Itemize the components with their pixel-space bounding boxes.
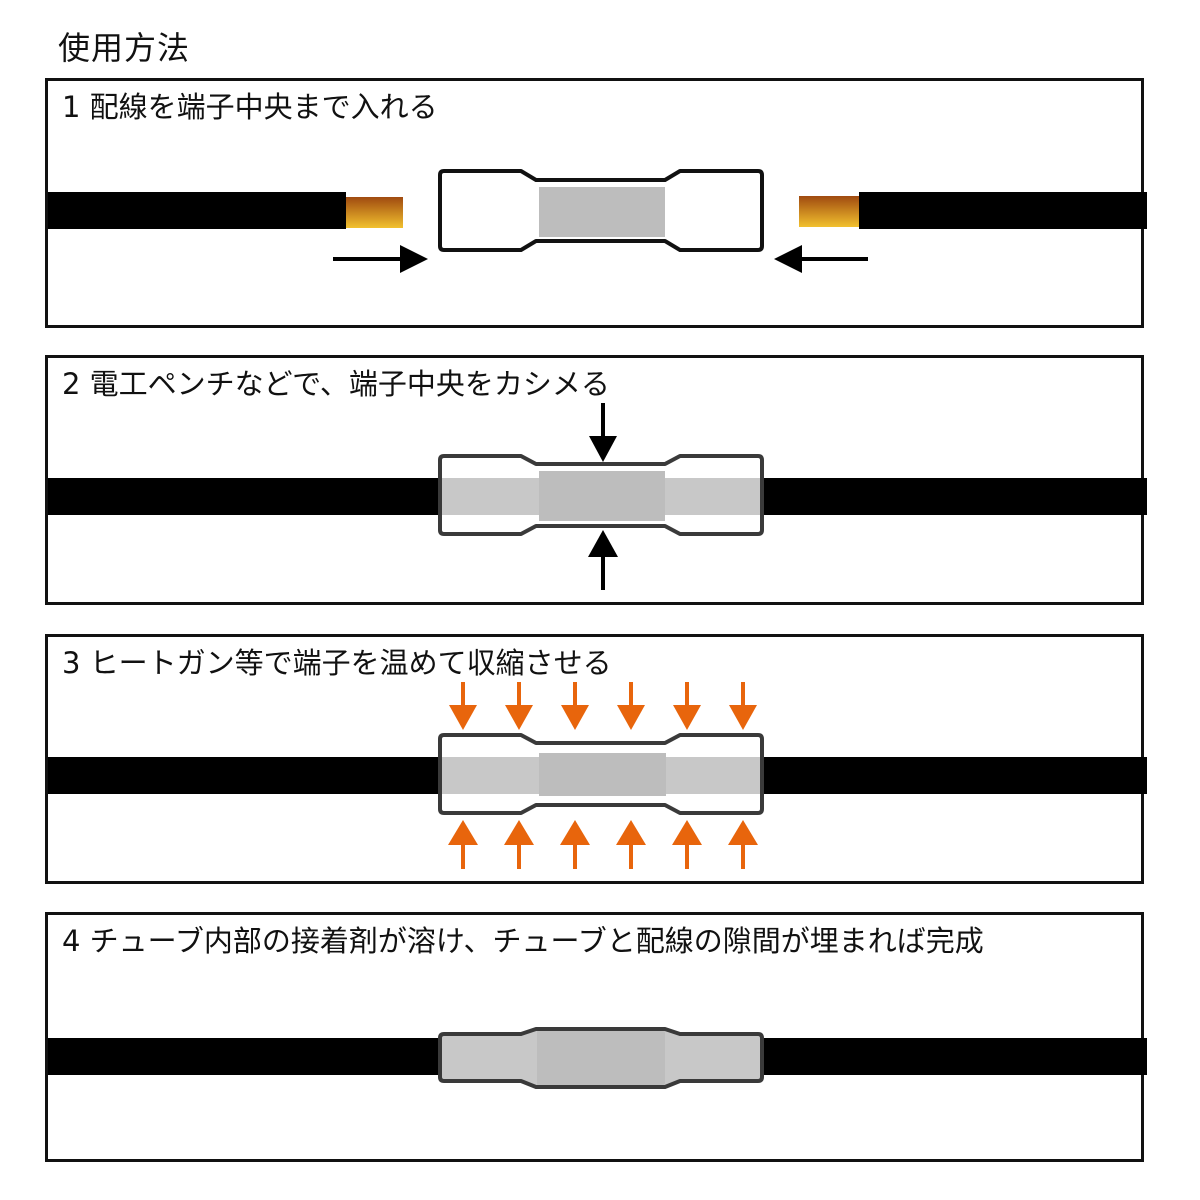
arrow-right-icon: [333, 245, 428, 273]
metal-sleeve: [539, 471, 665, 521]
heat-arrows-up-icon: [448, 820, 758, 869]
crimp-arrow-down-icon: [589, 403, 617, 462]
step-text: 電工ペンチなどで、端子中央をカシメる: [89, 367, 610, 401]
step-text: 配線を端子中央まで入れる: [89, 90, 438, 124]
step-4-panel: 4 チューブ内部の接着剤が溶け、チューブと配線の隙間が埋まれば完成: [45, 912, 1147, 1162]
page-title: 使用方法: [58, 29, 191, 67]
arrow-left-icon: [774, 245, 868, 273]
step-1-panel: 1 配線を端子中央まで入れる: [45, 78, 1147, 328]
metal-sleeve: [539, 187, 665, 237]
step-4-label: 4 チューブ内部の接着剤が溶け、チューブと配線の隙間が埋まれば完成: [62, 923, 984, 959]
left-copper-core-icon: [346, 197, 403, 228]
heat-arrows-down-icon: [449, 682, 757, 730]
step-number: 1: [62, 90, 81, 124]
step-3-label: 3 ヒートガン等で端子を温めて収縮させる: [62, 645, 612, 681]
step-1-illustration: [48, 169, 1147, 273]
step-3-panel: 3 ヒートガン等で端子を温めて収縮させる: [45, 634, 1147, 884]
right-wire: [859, 192, 1147, 229]
crimp-arrow-up-icon: [588, 530, 618, 590]
step-number: 4: [62, 924, 81, 958]
right-copper-core-icon: [799, 196, 859, 227]
metal-sleeve: [537, 1031, 665, 1085]
step-2-panel: 2 電工ペンチなどで、端子中央をカシメる: [45, 355, 1147, 605]
step-text: チューブ内部の接着剤が溶け、チューブと配線の隙間が埋まれば完成: [89, 924, 984, 958]
step-2-label: 2 電工ペンチなどで、端子中央をカシメる: [62, 366, 610, 402]
step-4-illustration: [48, 1027, 1147, 1089]
metal-sleeve: [539, 753, 666, 796]
step-2-illustration: [48, 403, 1147, 590]
step-1-label: 1 配線を端子中央まで入れる: [62, 89, 438, 125]
left-wire: [48, 192, 346, 229]
step-number: 2: [62, 367, 81, 401]
step-text: ヒートガン等で端子を温めて収縮させる: [89, 646, 612, 680]
step-3-illustration: [48, 682, 1147, 869]
step-number: 3: [62, 646, 81, 680]
